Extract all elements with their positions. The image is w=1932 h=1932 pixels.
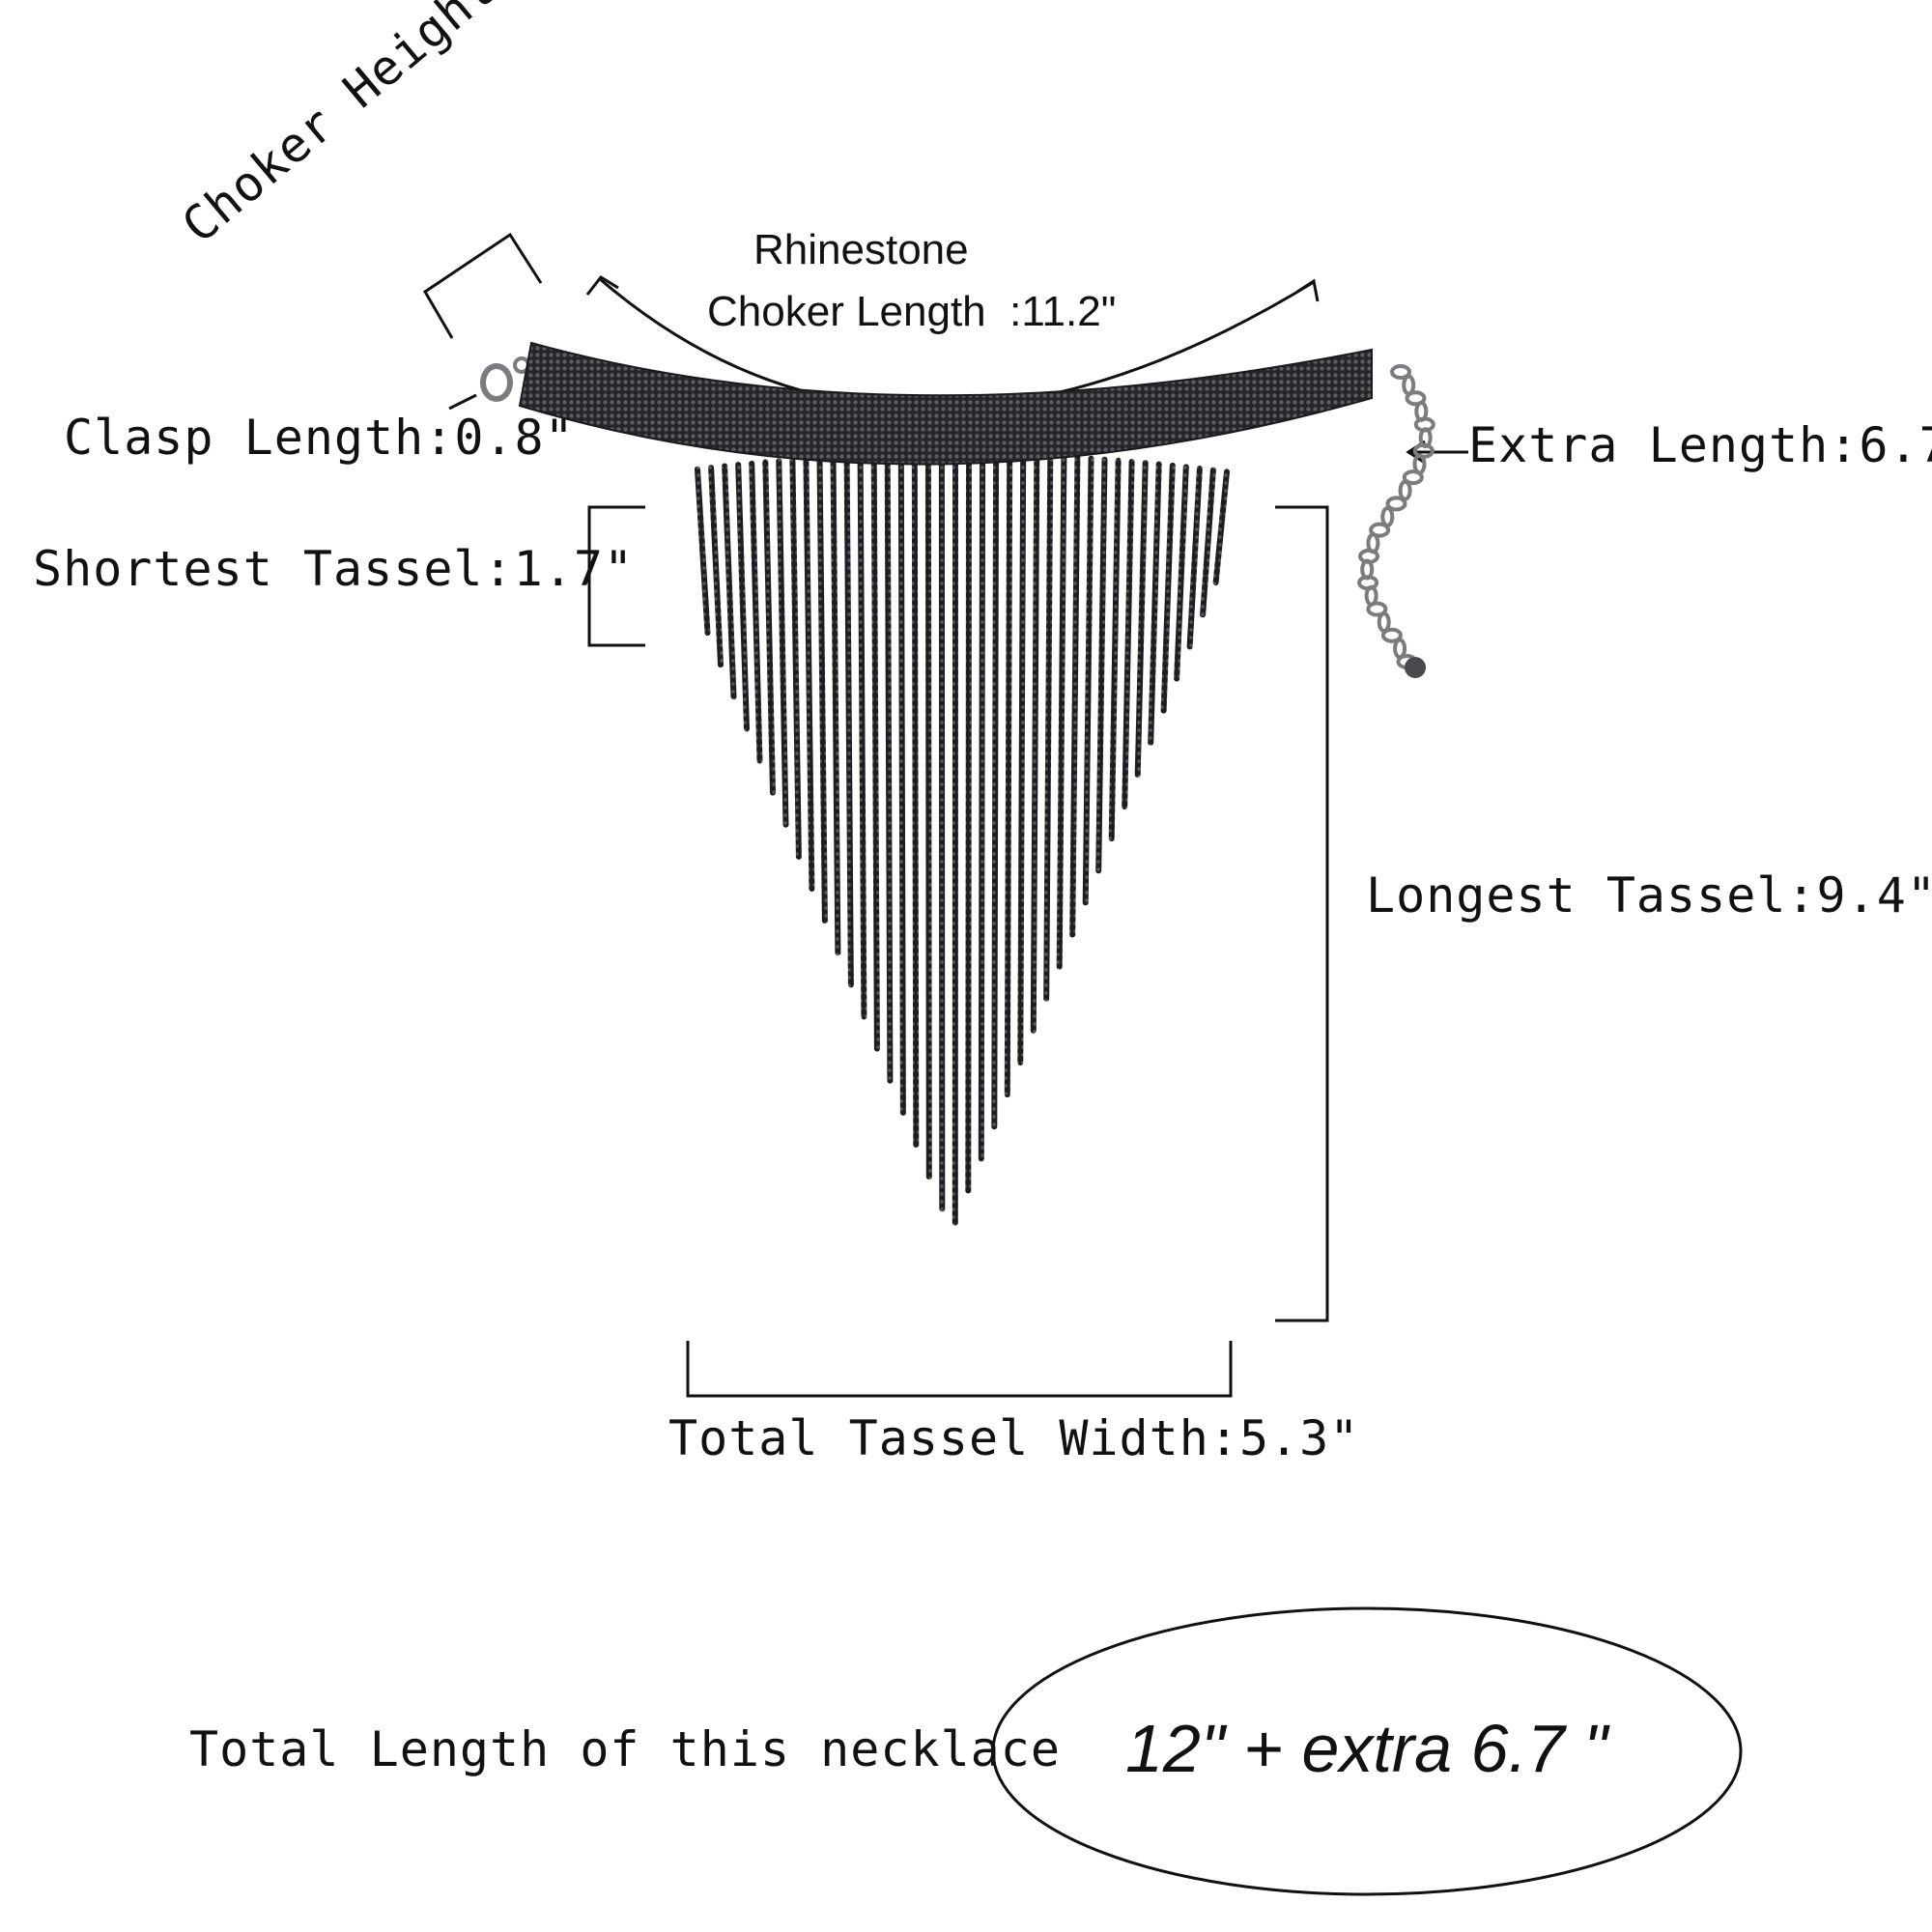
longest-tassel-bracket <box>1275 505 1329 1322</box>
tassel-strand <box>911 451 920 1148</box>
tassel-strand <box>1134 460 1149 778</box>
arc-arrow-left <box>585 275 619 296</box>
chain-link <box>1385 496 1407 512</box>
total-tassel-width-label: Total Tassel Width:5.3" <box>668 1410 1360 1466</box>
tassel-strand <box>1069 454 1081 938</box>
rhinestone-label: Rhinestone <box>753 226 969 273</box>
chain-link <box>1402 469 1424 486</box>
rhinestone-choker-band <box>518 341 1373 466</box>
clasp-length-label: Clasp Length:0.8" <box>64 410 575 466</box>
tassel-strand <box>1056 454 1067 970</box>
tassel-strand <box>978 451 986 1162</box>
shortest-tassel-label: Shortest Tassel:1.7" <box>33 541 635 597</box>
tassel-strand <box>708 465 724 668</box>
tassel-strand <box>762 459 776 796</box>
chain-link <box>1366 601 1388 617</box>
tassel-strand <box>1148 461 1162 746</box>
total-length-ellipse <box>991 1606 1743 1896</box>
tassel-strand <box>735 462 750 732</box>
tassel-strand <box>991 451 1000 1130</box>
arc-arrow-right <box>1296 278 1320 302</box>
longest-tassel-label: Longest Tassel:9.4" <box>1366 867 1932 923</box>
chain-link <box>1398 479 1412 501</box>
total-length-caption: Total Length of this necklace <box>189 1721 1061 1777</box>
tassel-fringe <box>695 451 1230 1226</box>
tassel-strand <box>722 463 737 700</box>
tassel-strand <box>870 452 880 1052</box>
tassel-strand <box>884 452 894 1084</box>
tassel-strand <box>1122 458 1135 810</box>
total-length-value: 12" + extra 6.7 " <box>1125 1711 1608 1786</box>
tassel-strand <box>803 456 815 892</box>
tassel-strand <box>897 451 906 1116</box>
shortest-tassel-bracket <box>587 505 645 647</box>
tassel-strand <box>1043 453 1054 1002</box>
tassel-strand <box>816 455 828 924</box>
choker-length-label: Choker Length :11.2" <box>707 288 1117 335</box>
tassel-strand <box>1082 455 1094 906</box>
extender-chain <box>1357 364 1435 669</box>
chain-link <box>1405 390 1427 407</box>
tassel-strand <box>1017 452 1027 1065</box>
chain-end-bead <box>1405 657 1426 678</box>
extra-length-label: Extra Length:6.7" <box>1468 417 1932 473</box>
tassel-strand <box>749 460 763 764</box>
tassel-strand <box>965 451 972 1194</box>
tassel-strand <box>1186 466 1203 650</box>
chain-link <box>1390 364 1411 380</box>
tassel-strand <box>1004 451 1013 1098</box>
tassel-strand <box>1212 469 1230 586</box>
tassel-strand <box>1200 467 1216 618</box>
tassel-width-bracket <box>686 1341 1233 1398</box>
tassel-strand <box>857 453 867 1020</box>
tassel-strand <box>776 458 789 828</box>
tassel-strand <box>843 453 854 988</box>
chain-link <box>1377 611 1391 634</box>
tassel-strand <box>1174 464 1189 682</box>
tassel-strand <box>1160 462 1176 714</box>
tassel-strand <box>789 457 802 860</box>
chain-link <box>1380 506 1395 527</box>
chain-link <box>1369 522 1391 538</box>
tassel-strand <box>1030 452 1040 1034</box>
tassel-strand <box>695 466 711 636</box>
chain-link <box>1380 627 1403 643</box>
choker-height-bracket <box>422 232 543 339</box>
clasp-leader-line <box>448 393 477 411</box>
tassel-strand <box>830 454 841 956</box>
tassel-strand <box>924 451 932 1180</box>
tassel-strand <box>1095 456 1108 874</box>
tassel-strand <box>1108 457 1122 842</box>
